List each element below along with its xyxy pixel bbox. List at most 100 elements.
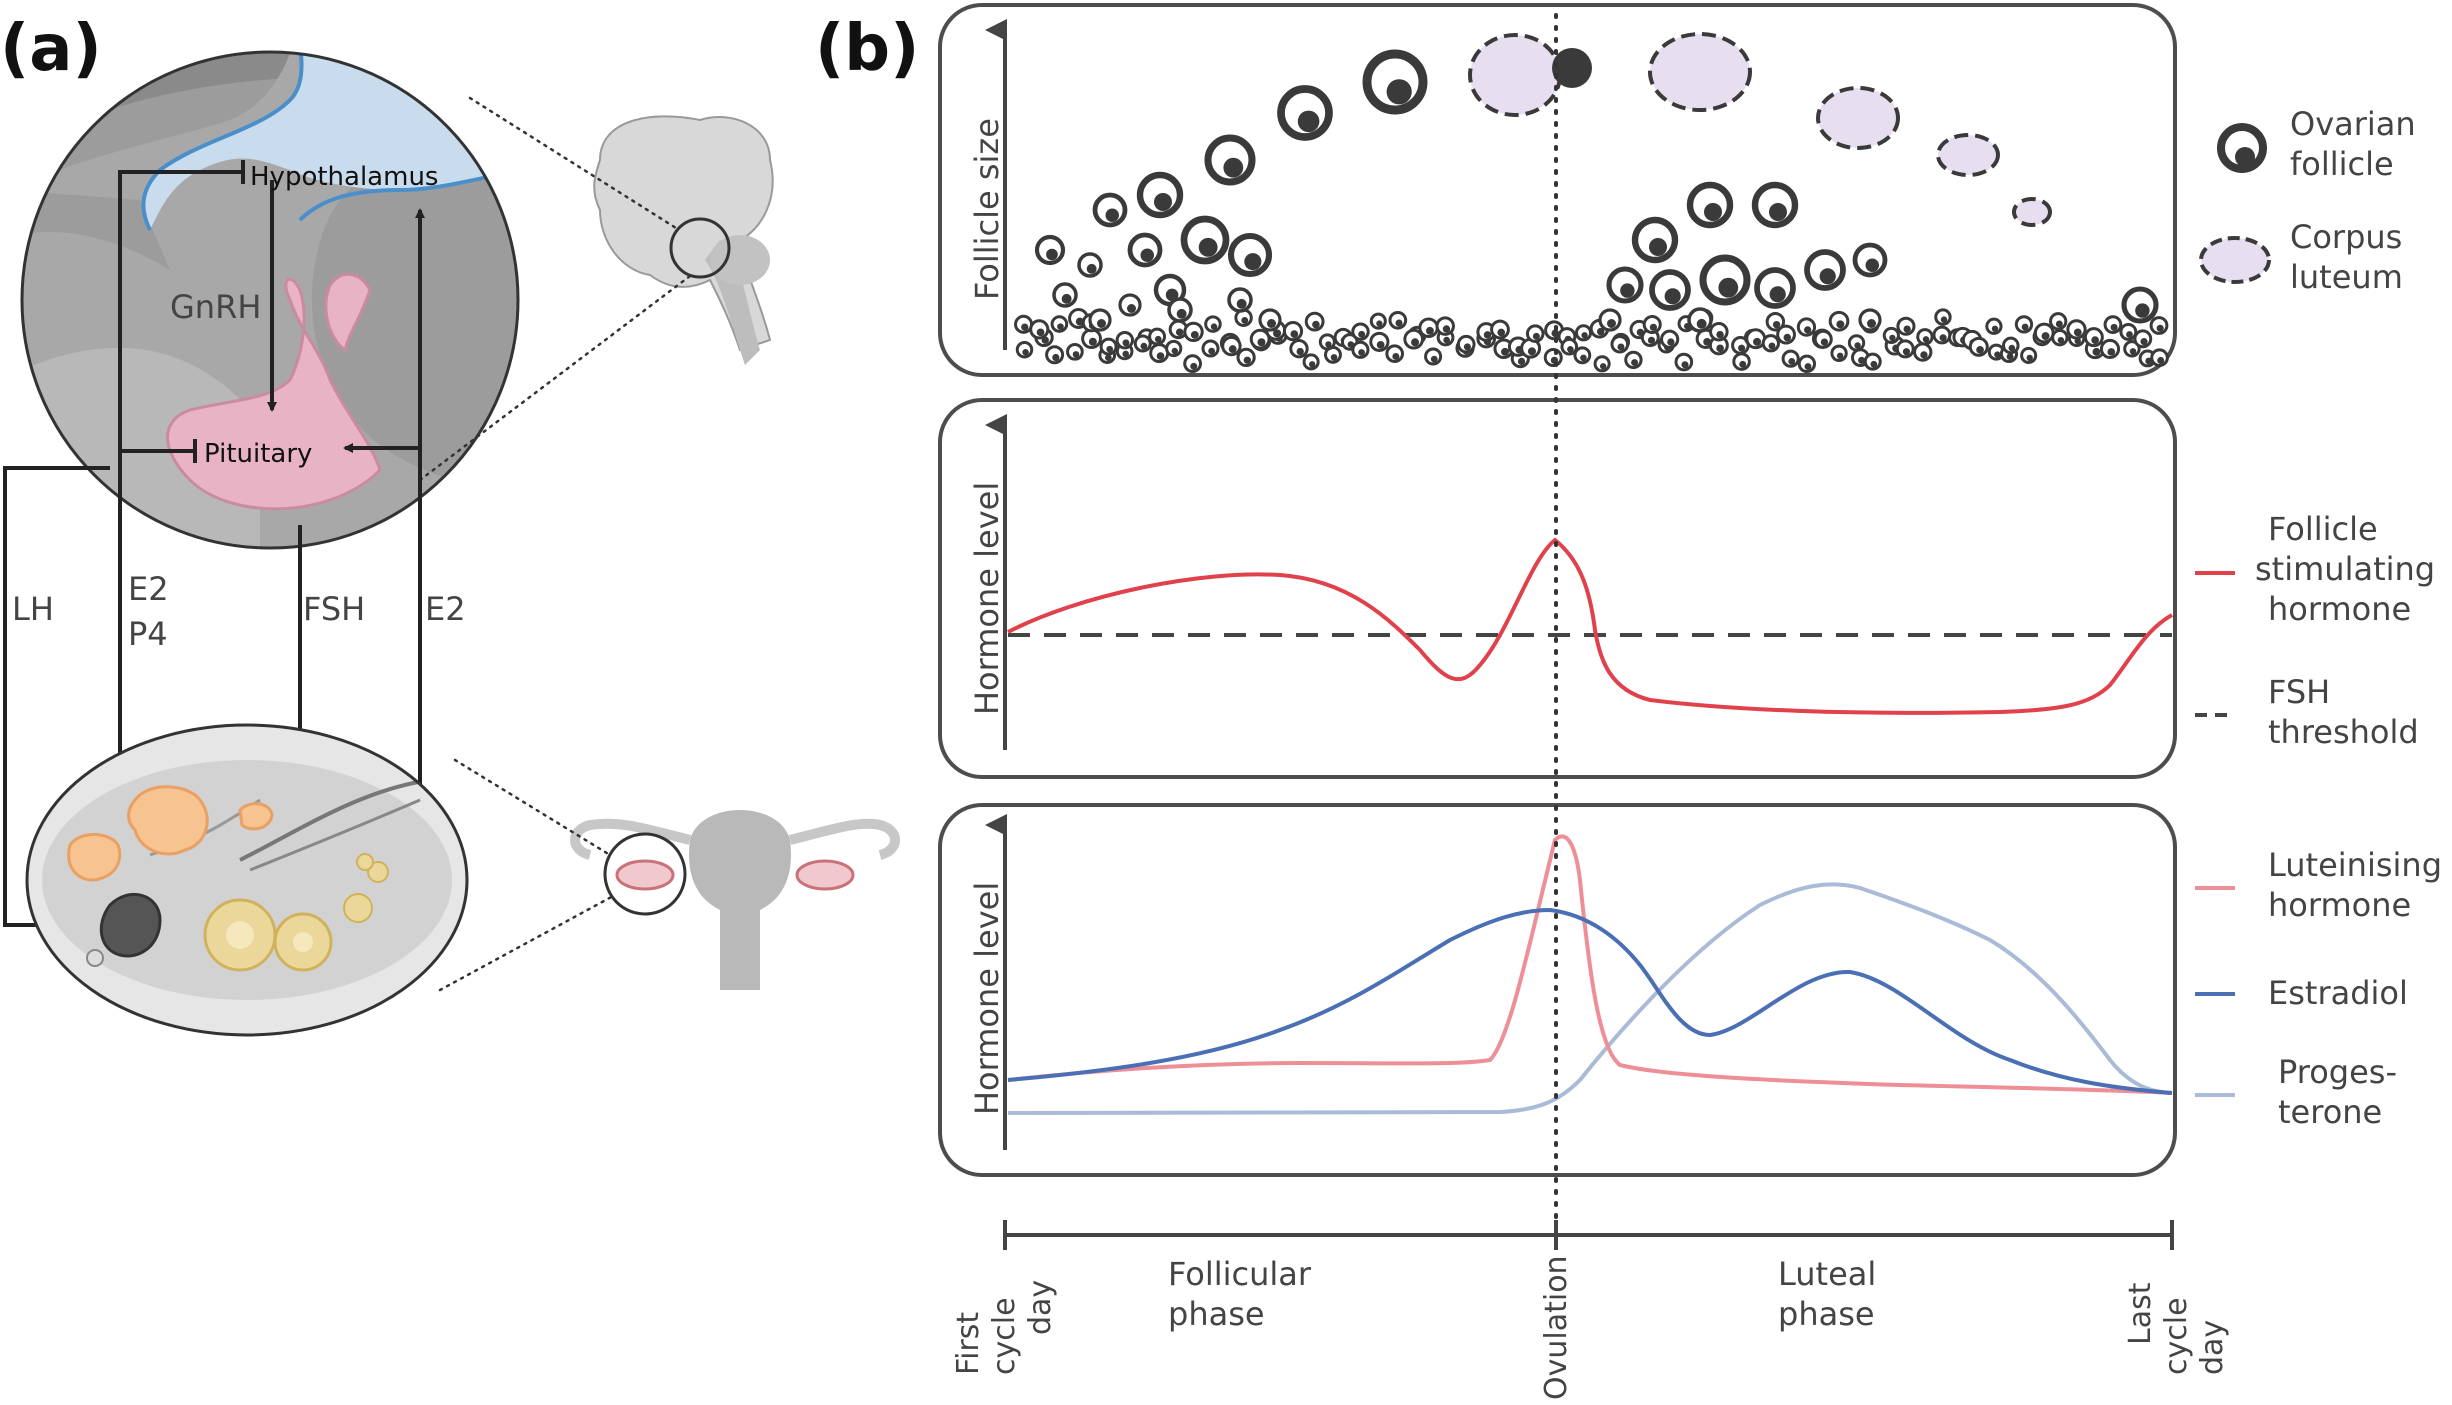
follicle xyxy=(1813,329,1833,349)
follicle xyxy=(1776,324,1796,345)
follicle xyxy=(1932,325,1952,345)
estradiol-curve xyxy=(1007,907,2173,1095)
svg-text:Last: Last xyxy=(2123,1282,2158,1345)
follicle xyxy=(1351,340,1370,359)
follicle xyxy=(1896,316,1916,336)
follicle xyxy=(1167,297,1193,323)
follicle xyxy=(1765,312,1786,332)
follicle xyxy=(1092,192,1128,228)
follicle xyxy=(1573,346,1592,365)
hormone-axis-label-bottom: Hormone level xyxy=(968,882,1006,1115)
follicle xyxy=(1014,314,1034,334)
follicle xyxy=(1066,342,1084,361)
svg-text:Estradiol: Estradiol xyxy=(2268,974,2408,1012)
legend-fsh: Follicle stimulating hormone xyxy=(2195,510,2435,628)
follicle xyxy=(2020,346,2038,364)
ovulated-oocyte xyxy=(1552,48,1592,88)
follicle xyxy=(1560,337,1579,356)
svg-text:cycle: cycle xyxy=(2159,1297,2194,1375)
follicle xyxy=(1029,319,1050,340)
follicle xyxy=(1520,337,1542,359)
svg-text:phase: phase xyxy=(1778,1295,1875,1333)
corpus-luteum xyxy=(1648,32,1752,112)
follicle-scatter xyxy=(1014,32,2169,374)
follicle xyxy=(1099,337,1118,356)
follicle xyxy=(1180,215,1230,265)
follicle xyxy=(1118,293,1142,317)
follicle xyxy=(1863,352,1882,371)
svg-text:Follicle: Follicle xyxy=(2268,510,2378,548)
svg-text:First: First xyxy=(951,1312,986,1375)
hormone-axis-label-mid: Hormone level xyxy=(968,482,1006,715)
follicle xyxy=(1136,171,1184,219)
ovarian-follicle-icon xyxy=(2217,123,2267,173)
follicle xyxy=(1385,344,1404,364)
lh-label: LH xyxy=(12,590,54,628)
svg-text:threshold: threshold xyxy=(2268,713,2419,751)
follicle xyxy=(2133,329,2153,349)
svg-text:Luteinising: Luteinising xyxy=(2268,846,2442,884)
p4-label: P4 xyxy=(128,615,168,653)
svg-text:Luteal: Luteal xyxy=(1778,1255,1876,1293)
follicle xyxy=(1797,354,1817,374)
brain-icon xyxy=(593,115,774,365)
follicle xyxy=(1593,355,1611,373)
follicle xyxy=(1221,335,1242,357)
follicle xyxy=(1183,321,1204,343)
e2-left-label: E2 xyxy=(128,570,169,608)
corpus-luteum xyxy=(1816,86,1900,150)
svg-text:Proges-: Proges- xyxy=(2278,1053,2397,1091)
corpus-luteum xyxy=(1936,133,2000,177)
follicle xyxy=(1015,340,1034,359)
follicle xyxy=(1403,328,1425,350)
follicle xyxy=(1435,316,1455,336)
ovulation-label: Ovulation xyxy=(1539,1255,1574,1400)
svg-text:terone: terone xyxy=(2278,1093,2382,1131)
follicle xyxy=(1631,216,1679,264)
follicle xyxy=(1610,334,1630,354)
follicle xyxy=(1761,334,1780,353)
follicle xyxy=(1624,350,1643,370)
follicle xyxy=(1258,308,1282,332)
follicle xyxy=(2051,329,2069,347)
follicle xyxy=(2083,327,2104,348)
follicle xyxy=(1674,352,1694,372)
follicle xyxy=(1282,320,1304,342)
follicle xyxy=(1052,282,1078,308)
svg-text:Corpus: Corpus xyxy=(2290,218,2402,256)
follicle xyxy=(1804,249,1846,291)
e2-right-label: E2 xyxy=(425,590,466,628)
fsh-label: FSH xyxy=(303,590,365,628)
follicle xyxy=(1781,349,1800,368)
follicle xyxy=(2014,315,2034,334)
follicle xyxy=(1289,339,1309,359)
follicle xyxy=(1362,49,1428,115)
follicle xyxy=(1227,287,1253,313)
follicle xyxy=(1828,310,1850,332)
follicle xyxy=(1204,315,1222,333)
first-cycle-day-label: First cycle day xyxy=(951,1280,1058,1375)
follicle xyxy=(1045,345,1065,365)
follicle xyxy=(1699,254,1751,306)
follicle xyxy=(1369,312,1387,330)
follicle xyxy=(1277,85,1333,141)
gnrh-label: GnRH xyxy=(170,288,261,326)
follicle xyxy=(1598,308,1622,332)
last-cycle-day-label: Last cycle day xyxy=(2123,1282,2230,1375)
follicle xyxy=(1882,326,1900,345)
follicle xyxy=(1796,317,1817,337)
legend-ovarian-follicle: Ovarian follicle xyxy=(2217,105,2416,183)
legend-fsh-threshold: FSH threshold xyxy=(2195,673,2419,751)
follicle xyxy=(1351,322,1370,341)
follicle xyxy=(1236,347,1256,368)
brain-focus-circle xyxy=(669,217,731,279)
cycle-timeline xyxy=(1003,1220,2174,1250)
svg-text:Ovarian: Ovarian xyxy=(2290,105,2416,143)
follicle xyxy=(1754,267,1796,309)
follicle xyxy=(1127,232,1163,268)
ovary-zoom-ellipse xyxy=(25,723,469,1037)
follicle xyxy=(1968,336,1989,357)
follicle xyxy=(1149,343,1170,364)
follicular-phase-label: Follicular phase xyxy=(1168,1255,1312,1333)
follicle xyxy=(1034,234,1066,266)
